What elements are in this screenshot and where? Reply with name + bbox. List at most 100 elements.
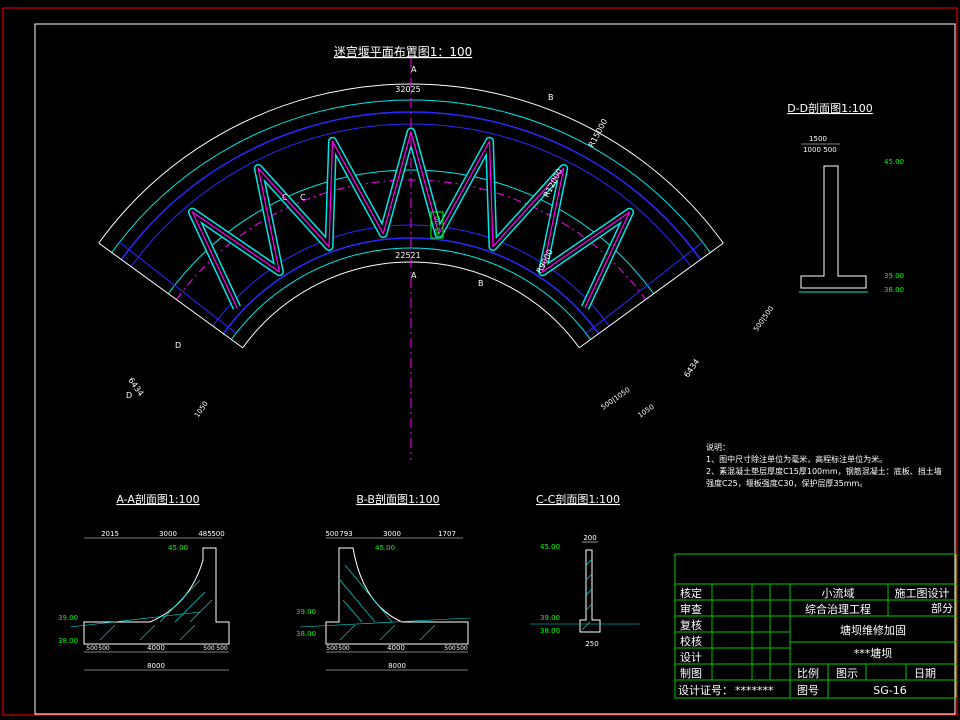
notes-line2: 2、素混凝土垫层厚度C15厚100mm，钢筋混凝土：底板、挡土墙 [706,466,942,476]
title-block-text: 核定 审查 复核 校核 设计 制图 设计证号： ******* 小流域 综合治理… [678,586,953,697]
inner-frame [34,23,956,715]
d-wall [800,165,867,289]
b-dim-bottom-3: 500 [444,645,456,652]
c-dim-top: 200 [583,534,596,542]
tb-date-label: 日期 [914,667,936,680]
mark-c-bottom: C [300,193,306,202]
b-body [325,547,469,645]
right-end-line [578,242,724,349]
b-dim-top-0: 500 [325,530,338,538]
b-elev-mid: 39.00 [296,608,316,616]
section-marks: A A B B C C D D [126,65,554,400]
section-b: B-B剖面图1:100 500 793 3000 1707 500 500 40… [296,492,471,671]
a-dim-top-0: 2015 [101,530,119,538]
right-end-blue [585,241,703,334]
a-dim-top-2: 485 [198,530,211,538]
b-dim-bottom-4: 500 [456,645,468,652]
a-elev-mid: 39.00 [58,614,78,622]
section-b-title: B-B剖面图1:100 [356,492,439,506]
mark-a-bottom: A [411,271,417,280]
b-total: 8000 [388,662,406,670]
section-a-title: A-A剖面图1:100 [116,492,199,506]
b-dim-bottom-0: 500 [326,645,338,652]
notes-line3: 强度C25，堰板强度C30，保护层厚35mm。 [706,478,867,488]
tb-dam-name: ***塘坝 [854,646,893,660]
a-hatch [99,579,213,641]
c-elev-low: 38.00 [540,627,560,635]
tb-cert-label: 设计证号： [678,684,733,697]
b-elev-top: 45.00 [375,544,395,552]
section-d-title: D-D剖面图1:100 [787,101,873,115]
elev-box [430,211,444,239]
mark-b-top: B [548,93,554,102]
left-end-line [98,242,244,349]
a-dim-bottom-3: 500 [203,645,215,652]
dim-top: 32025 [395,85,420,94]
a-dim-bottom-4: 500 [216,645,228,652]
a-elev-low: 38.00 [58,637,78,645]
b-dim-top-1: 793 [339,530,352,538]
a-dim-top-1: 3000 [159,530,177,538]
d-dim-split-1: 500 [823,146,836,154]
tb-row-5: 制图 [680,667,702,680]
a-dim-top-3: 500 [211,530,224,538]
tb-row-1: 审查 [680,602,702,616]
b-dim-top-3: 1707 [438,530,456,538]
plan-title: 迷宫堰平面布置图1：100 [334,44,473,59]
b-water-line [299,617,471,628]
tb-sheet-label: 图示 [836,667,858,680]
notes: 说明： 1、图中尺寸除注单位为毫米，高程标注单位为米。 2、素混凝土垫层厚度C1… [706,442,942,488]
c-elev-top: 45.00 [540,543,560,551]
a-dim-bottom-1: 500 [98,645,110,652]
dim-right-top: 500|500 [752,305,775,333]
b-dim-bottom-2: 4000 [387,644,405,652]
b-hatch [339,564,436,641]
dim-right-label: 6434 [682,357,701,379]
notes-heading: 说明： [706,442,730,452]
c-dim-bottom: 250 [585,640,598,648]
tb-project-line2: 综合治理工程 [805,602,871,616]
inner-cyan-arc [230,247,592,340]
mark-d-top: D [175,341,181,350]
d-elev-top: 45.00 [884,158,904,166]
d-elev-low: 38.00 [884,286,904,294]
radius-outer-label: R15000 [587,117,610,149]
tb-row-3: 校核 [680,634,702,648]
section-d: D-D剖面图1:100 1500 1000 500 45.00 39.00 38… [787,101,904,294]
mark-c-top: C [282,193,288,202]
dim-left-small: 1050 [193,400,210,419]
a-total: 8000 [147,662,165,670]
b-elev-low: 38.00 [296,630,316,638]
tb-outer [674,553,957,699]
d-elev-mid: 39.00 [884,272,904,280]
left-end-blue [119,241,237,334]
tb-row-4: 设计 [680,651,702,664]
section-c-title: C-C剖面图1:100 [536,492,620,506]
a-body [83,547,230,645]
a-water-line [69,611,201,628]
c-hatch [581,558,593,631]
outer-frame [2,7,958,716]
tb-stage: 施工图设计 [895,587,950,600]
tb-scale-label: 比例 [797,666,819,680]
c-elev-mid: 39.00 [540,614,560,622]
tb-row-2: 复核 [680,618,702,632]
d-dim-split-0: 1000 [803,146,821,154]
tb-number-label: 图号 [797,684,819,697]
title-block [674,553,957,699]
a-dim-bottom-2: 4000 [147,644,165,652]
mark-a-top: A [411,65,417,74]
tb-cert-value: ******* [735,684,774,697]
tb-part: 部分 [931,601,953,615]
d-dim-total: 1500 [809,135,827,143]
elev-box-label: 45.00 [434,216,442,236]
dim-right-small1: 500|1050 [600,386,632,412]
dim-inner: 22521 [395,251,420,260]
tb-project-line1: 小流域 [822,586,855,600]
b-dim-bottom-1: 500 [338,645,350,652]
dim-right-small2: 1050 [637,403,656,420]
mark-b-bottom: B [478,279,484,288]
a-dim-bottom-0: 500 [86,645,98,652]
section-c: C-C剖面图1:100 200 250 45.00 39.00 38.00 [530,492,640,648]
